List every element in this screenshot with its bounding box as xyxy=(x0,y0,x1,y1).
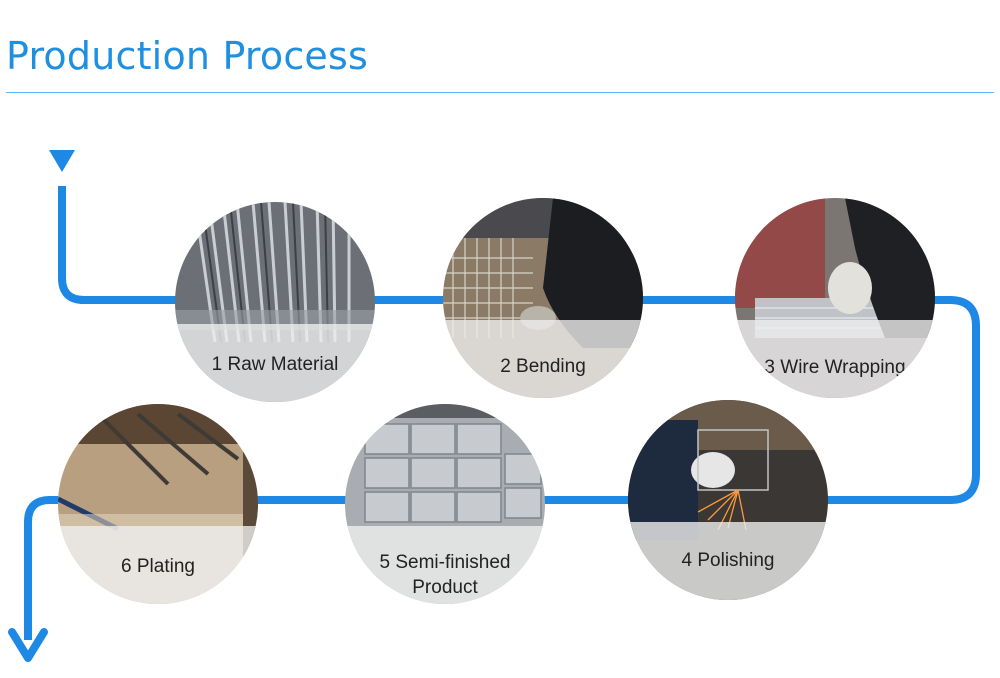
step-label: 1 Raw Material xyxy=(211,354,339,375)
step-label: 6 Plating xyxy=(121,556,195,577)
step-bending: 2 Bending xyxy=(443,198,643,398)
page-title: Production Process xyxy=(6,34,369,78)
step-label: 3 Wire Wrapping xyxy=(764,357,906,378)
step-wire-wrapping: 3 Wire Wrapping xyxy=(735,198,935,398)
start-marker-icon xyxy=(49,150,75,172)
step-label: 4 Polishing xyxy=(681,550,775,571)
step-label: 5 Semi-finished Product xyxy=(379,552,511,598)
step-semi-finished-product: 5 Semi-finished Product xyxy=(345,404,545,604)
step-raw-material: 1 Raw Material xyxy=(175,202,375,402)
step-label: 2 Bending xyxy=(500,356,586,377)
step-polishing: 4 Polishing xyxy=(628,400,828,600)
step-plating: 6 Plating xyxy=(58,404,258,604)
title-divider xyxy=(6,92,994,93)
end-arrow-icon xyxy=(8,628,48,662)
